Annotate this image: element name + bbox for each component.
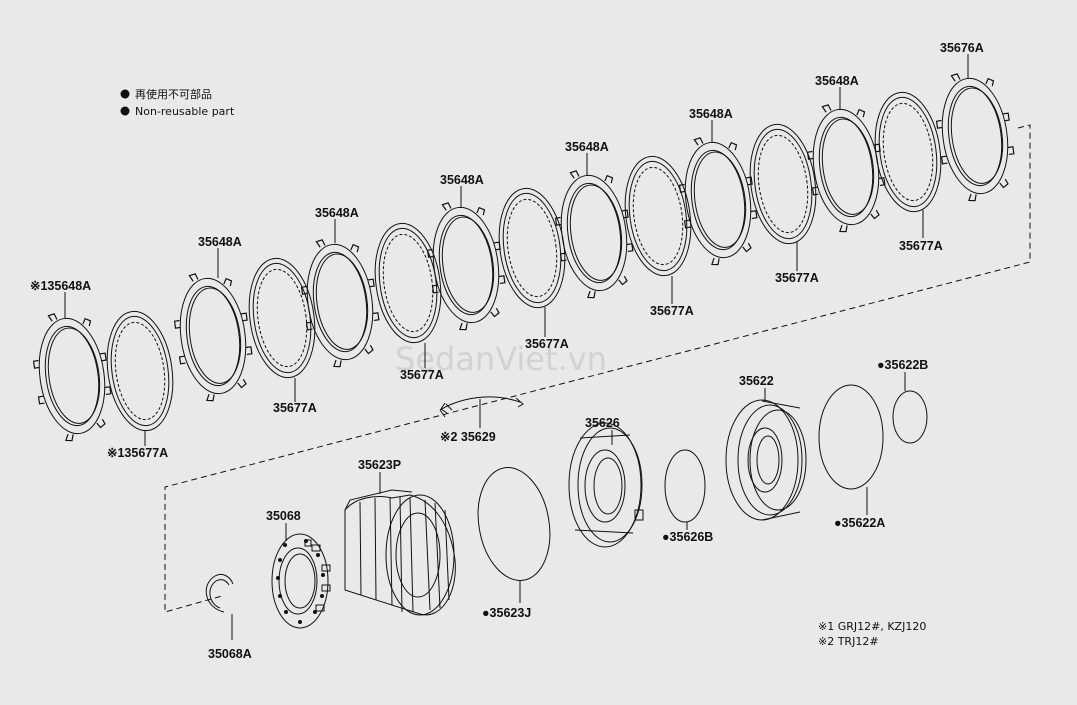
disc-inner-5 bbox=[367, 218, 449, 348]
snap-ring-35629: ※2 35629 bbox=[439, 396, 524, 444]
footnotes: ※1 GRJ12#, KZJ120 ※2 TRJ12# bbox=[818, 620, 926, 648]
footnote-1: ※1 GRJ12#, KZJ120 bbox=[818, 620, 926, 633]
legend-dot-icon bbox=[120, 89, 130, 99]
sprag-35068: 35068 bbox=[266, 509, 331, 629]
label-35623P[interactable]: 35623P bbox=[358, 458, 401, 472]
disc-outer-0 bbox=[929, 67, 1021, 205]
legend: 再使用不可部品 Non-reusable part bbox=[120, 87, 235, 118]
disc-inner-7 bbox=[99, 306, 181, 436]
label-35622B[interactable]: ●35622B bbox=[877, 358, 928, 372]
o-ring-35622B: ●35622B bbox=[877, 358, 928, 444]
label-35677A-6[interactable]: 35677A bbox=[273, 401, 317, 415]
label-35068[interactable]: 35068 bbox=[266, 509, 301, 523]
label-35677A-1[interactable]: 35677A bbox=[899, 239, 943, 253]
label-35648A-2[interactable]: 35648A bbox=[689, 107, 733, 121]
o-ring-35626B: ●35626B bbox=[662, 449, 713, 544]
label-35677A-2[interactable]: 35677A bbox=[775, 271, 819, 285]
disc-outer-6 bbox=[167, 267, 259, 405]
legend-dot-icon bbox=[120, 106, 130, 116]
o-ring-35623J: ●35623J bbox=[477, 467, 551, 620]
label-35626[interactable]: 35626 bbox=[585, 416, 620, 430]
label-35629[interactable]: ※2 35629 bbox=[440, 430, 496, 444]
disc-outer-1 bbox=[800, 98, 892, 236]
disc-outer-2 bbox=[672, 131, 764, 269]
legend-en: Non-reusable part bbox=[135, 105, 235, 118]
label-35648A-3[interactable]: 35648A bbox=[565, 140, 609, 154]
label-35648A-5[interactable]: 35648A bbox=[315, 206, 359, 220]
label-35677A-7[interactable]: ※135677A bbox=[107, 446, 168, 460]
label-35648A-4[interactable]: 35648A bbox=[440, 173, 484, 187]
disc-inner-4 bbox=[491, 183, 573, 313]
disc-inner-1 bbox=[867, 87, 949, 217]
legend-jp: 再使用不可部品 bbox=[135, 87, 212, 101]
label-35626B[interactable]: ●35626B bbox=[662, 530, 713, 544]
piston-35626: 35626 bbox=[568, 416, 644, 548]
label-35648A-1[interactable]: 35648A bbox=[815, 74, 859, 88]
label-35648A-6[interactable]: 35648A bbox=[198, 235, 242, 249]
disc-outer-3 bbox=[548, 164, 640, 302]
disc-inner-2 bbox=[742, 119, 824, 249]
disc-inner-6 bbox=[241, 253, 323, 383]
snap-ring-35068A: 35068A bbox=[205, 573, 252, 661]
clutch-pack bbox=[26, 67, 1021, 445]
disc-inner-3 bbox=[617, 151, 699, 281]
part-labels-upper: 35676A 35648A 35648A 35648A 35648A 35648… bbox=[30, 41, 984, 460]
drum-35623P: 35623P bbox=[344, 458, 456, 616]
disc-outer-5 bbox=[294, 233, 386, 371]
label-35677A-4[interactable]: 35677A bbox=[525, 337, 569, 351]
o-ring-35622A: ●35622A bbox=[818, 384, 885, 530]
label-35622A[interactable]: ●35622A bbox=[834, 516, 885, 530]
footnote-2: ※2 TRJ12# bbox=[818, 635, 879, 648]
label-35676A[interactable]: 35676A bbox=[940, 41, 984, 55]
label-35623J[interactable]: ●35623J bbox=[482, 606, 531, 620]
watermark-text: SedanViet.vn bbox=[395, 340, 607, 378]
label-35068A[interactable]: 35068A bbox=[208, 647, 252, 661]
label-35677A-5[interactable]: 35677A bbox=[400, 368, 444, 382]
assembly-dashed-outline bbox=[164, 124, 1031, 613]
label-35622[interactable]: 35622 bbox=[739, 374, 774, 388]
disc-outer-7 bbox=[26, 307, 118, 445]
piston-35622: 35622 bbox=[725, 374, 807, 521]
label-35677A-3[interactable]: 35677A bbox=[650, 304, 694, 318]
label-35648A-7[interactable]: ※135648A bbox=[30, 279, 91, 293]
